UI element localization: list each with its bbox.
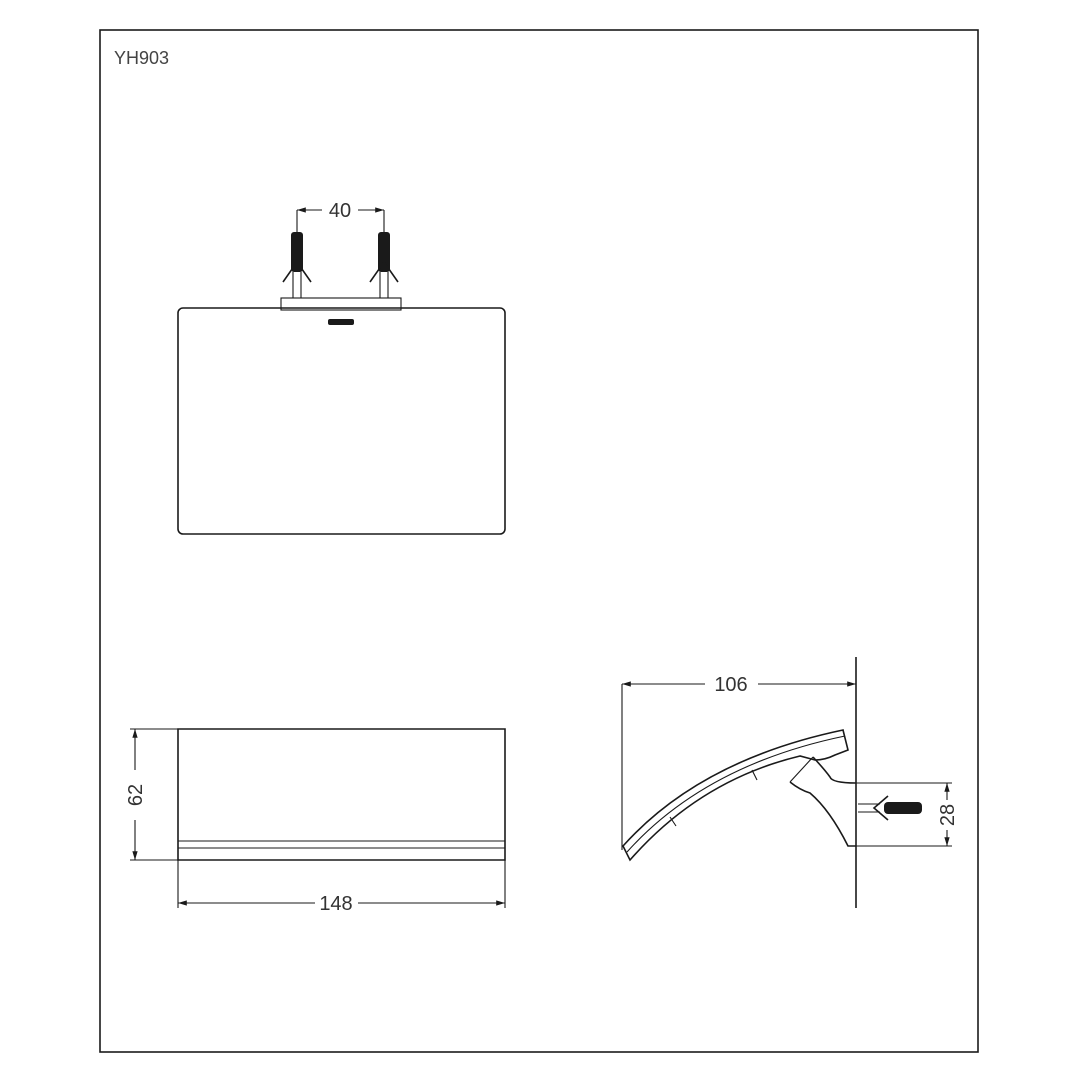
dim-width: 148 — [319, 893, 352, 915]
wall-anchor-right — [369, 232, 399, 298]
drawing-frame — [99, 29, 979, 1053]
bracket-upper — [812, 756, 857, 784]
mounting-plate — [280, 297, 402, 311]
model-title: YH903 — [114, 48, 169, 68]
top-view: 40 — [177, 200, 506, 535]
dim-mount-height: 28 — [937, 804, 959, 826]
dim-depth: 106 — [714, 674, 747, 696]
shelf-front-outline — [177, 728, 506, 861]
shelf-profile — [622, 729, 849, 862]
bracket-lower — [789, 781, 856, 847]
slot — [328, 319, 354, 325]
wall-anchor-left — [282, 232, 312, 298]
side-view: 106 28 — [621, 657, 959, 908]
shelf-top-outline — [177, 307, 506, 535]
dim-anchor-spacing: 40 — [329, 200, 351, 222]
dim-height: 62 — [125, 784, 147, 806]
side-wall-anchor — [858, 795, 922, 821]
front-view: 62 148 — [125, 728, 506, 915]
